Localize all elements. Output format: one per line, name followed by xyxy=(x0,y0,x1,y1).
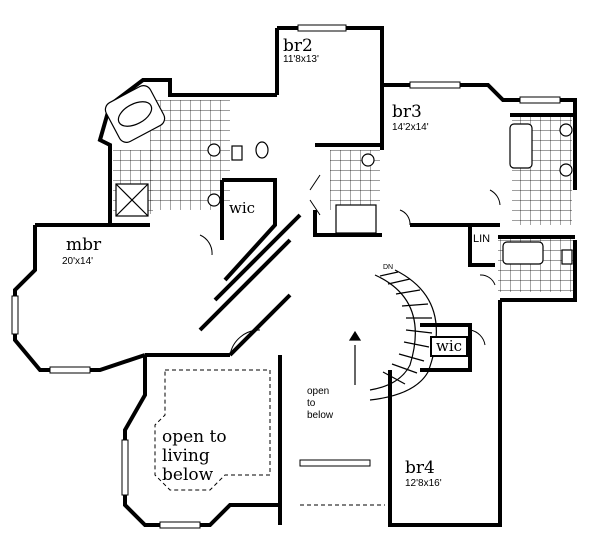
windows xyxy=(11,24,561,529)
walls xyxy=(13,26,577,527)
open-below-line-2: to xyxy=(307,398,316,409)
room-dims-br2: 11'8x13' xyxy=(283,54,319,65)
fixtures xyxy=(104,85,573,265)
wic-master-label: wic xyxy=(229,199,256,217)
open-to-living-below: open to living below xyxy=(162,428,272,485)
room-name-br4: br4 xyxy=(405,458,435,478)
room-dims-br4: 12'8x16' xyxy=(405,478,442,489)
room-name-mbr: mbr xyxy=(66,235,102,255)
stair-down-label: DN xyxy=(383,264,394,271)
linen-label: LIN xyxy=(473,233,491,245)
room-name-br3: br3 xyxy=(392,102,422,122)
open-living-line-2: living xyxy=(162,446,210,466)
open-living-line-1: open to xyxy=(162,427,227,447)
door-swings xyxy=(199,174,501,356)
wic-hall-label: wic xyxy=(430,336,469,357)
open-below-line-1: open xyxy=(307,386,330,397)
curved-stair xyxy=(348,269,437,401)
open-to-below-outlines xyxy=(154,369,385,506)
open-to-below-stairwell: open to below xyxy=(307,386,347,422)
open-living-line-3: below xyxy=(162,465,214,485)
room-name-br2: br2 xyxy=(283,36,313,56)
room-dims-br3: 14'2x14' xyxy=(392,122,429,133)
room-dims-mbr: 20'x14' xyxy=(62,256,94,267)
open-below-line-3: below xyxy=(307,410,334,421)
